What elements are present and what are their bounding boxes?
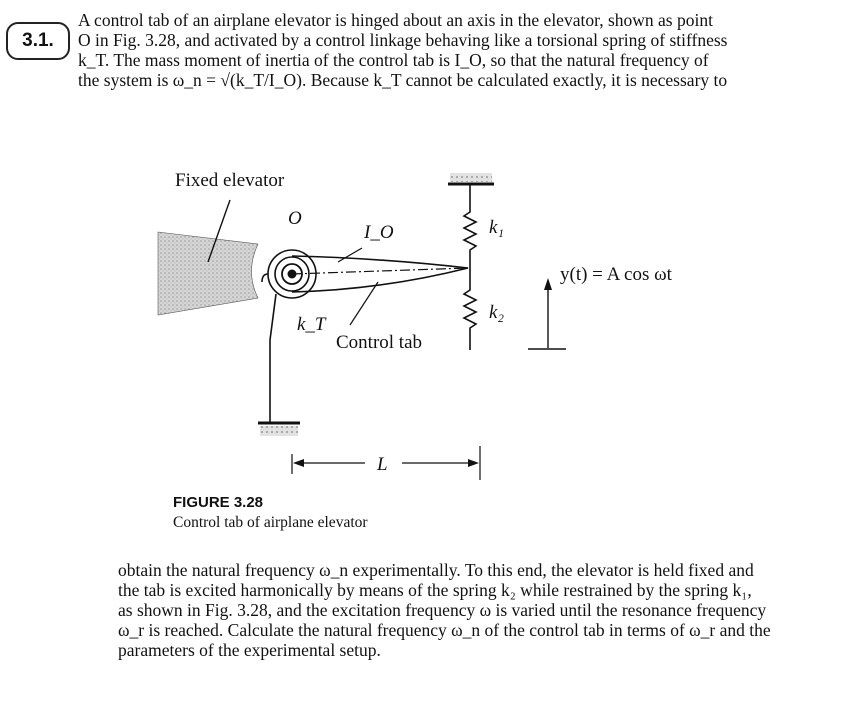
problem-number-badge: 3.1. xyxy=(6,22,70,60)
elevator-leader-line xyxy=(207,199,231,263)
inertia-leader-line xyxy=(337,247,363,263)
spring-k1 xyxy=(462,184,478,268)
control-tab-outline xyxy=(291,255,469,293)
excitation-arrow xyxy=(528,278,566,350)
control-tab-leader-line xyxy=(349,281,379,326)
continuation-line-4: ω_r is reached. Calculate the natural fr… xyxy=(118,620,771,640)
linkage-rod xyxy=(269,293,277,410)
statement-line-1: A control tab of an airplane elevator is… xyxy=(78,10,713,30)
continuation-line-1: obtain the natural frequency ω_n experim… xyxy=(118,560,754,580)
problem-continuation: obtain the natural frequency ω_n experim… xyxy=(118,560,844,660)
torsional-spring xyxy=(261,249,317,299)
k2-label: k₂ xyxy=(489,302,504,323)
bottom-ground-support xyxy=(258,410,300,436)
continuation-line-3: as shown in Fig. 3.28, and the excitatio… xyxy=(118,600,767,620)
control-tab-label: Control tab xyxy=(336,332,422,353)
length-dimension xyxy=(291,446,481,480)
figure-caption-title: FIGURE 3.28 xyxy=(173,494,264,511)
tab-centerline xyxy=(291,267,469,275)
inertia-label: I_O xyxy=(363,222,394,243)
kt-label: k_T xyxy=(297,314,327,335)
k1-label: k₁ xyxy=(489,217,504,238)
figure-caption-text: Control tab of airplane elevator xyxy=(173,514,368,531)
excitation-label: y(t) = A cos ωt xyxy=(560,264,673,285)
statement-line-4: the system is ω_n = √(k_T/I_O). Because … xyxy=(78,70,728,90)
problem-statement: A control tab of an airplane elevator is… xyxy=(78,10,804,90)
statement-line-2: O in Fig. 3.28, and activated by a contr… xyxy=(78,30,728,50)
top-ground-support xyxy=(448,173,494,186)
point-o-label: O xyxy=(288,208,302,229)
fixed-elevator-label: Fixed elevator xyxy=(175,170,285,191)
statement-line-3: k_T. The mass moment of inertia of the c… xyxy=(78,50,709,70)
continuation-line-5: parameters of the experimental setup. xyxy=(118,640,381,660)
spring-k2 xyxy=(462,268,478,350)
fixed-elevator-body xyxy=(157,231,259,316)
continuation-line-2: the tab is excited harmonically by means… xyxy=(118,580,752,600)
length-label: L xyxy=(376,454,388,475)
